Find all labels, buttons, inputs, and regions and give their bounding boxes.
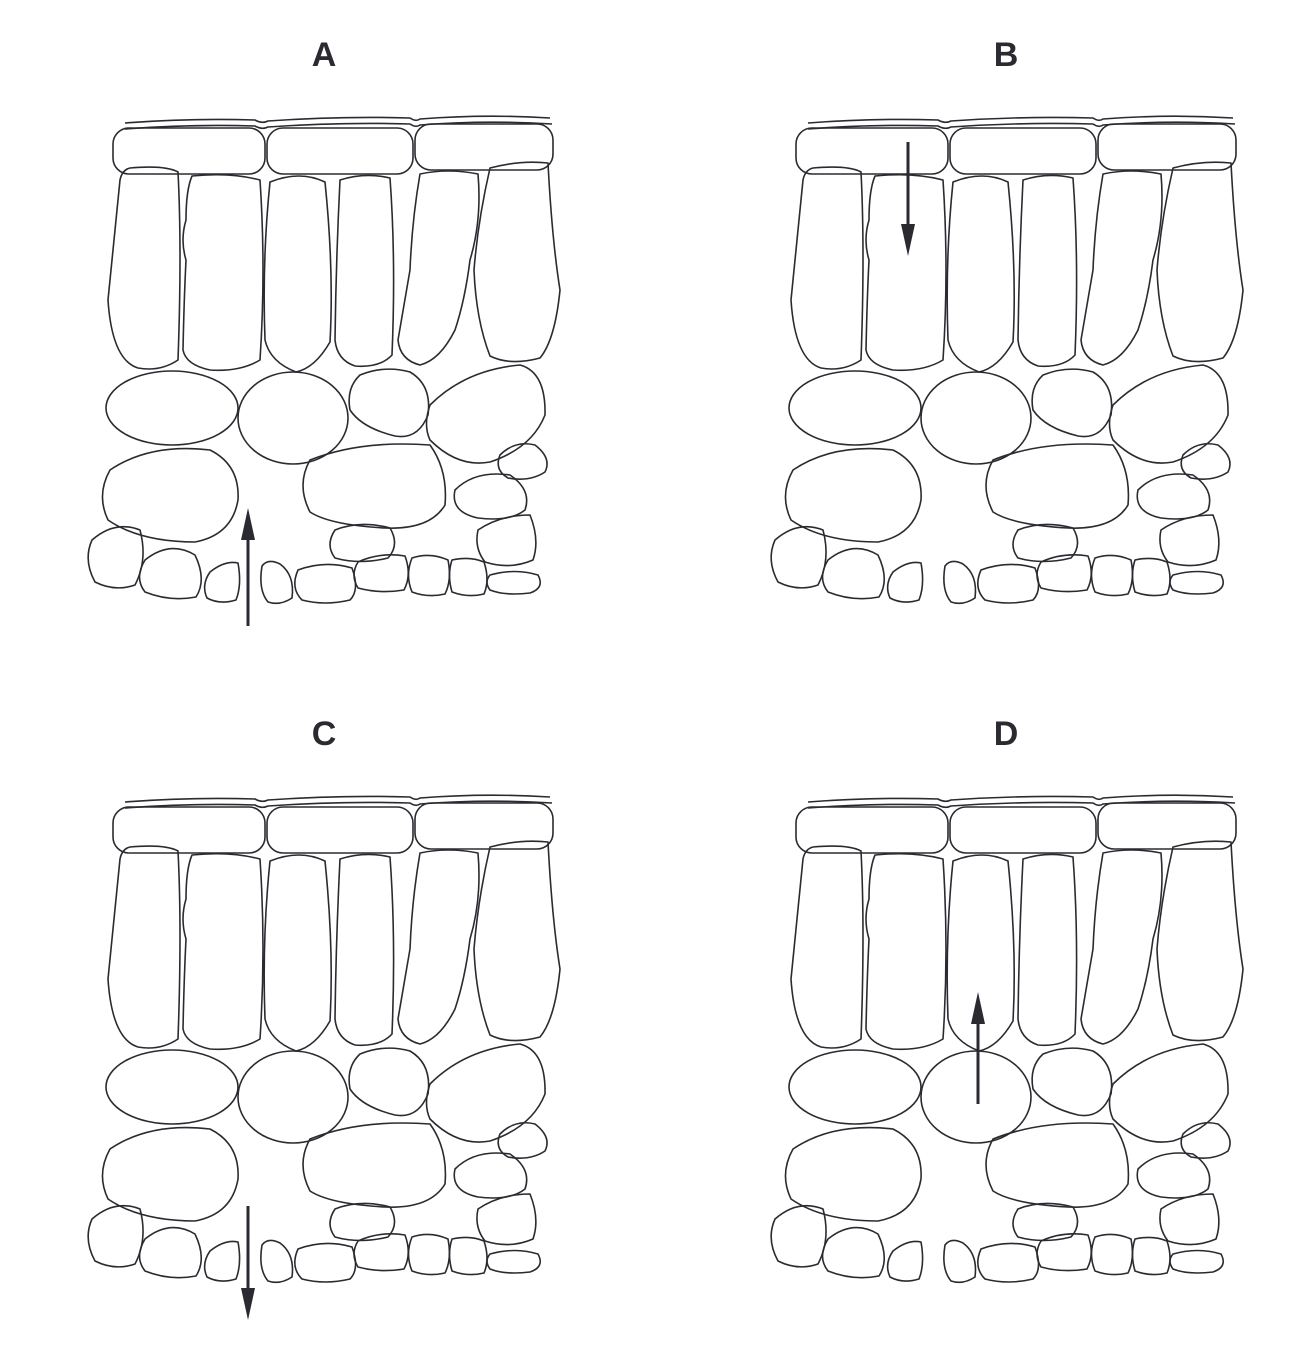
panel-b: B <box>770 36 1244 605</box>
leaf-cross-section-a <box>87 115 561 605</box>
arrow-down-c <box>241 1206 255 1320</box>
leaf-cross-section-c <box>87 794 561 1284</box>
panel-c: C <box>87 715 561 1320</box>
panel-label-b: B <box>994 36 1019 74</box>
panel-d: D <box>770 715 1244 1284</box>
panel-label-c: C <box>312 715 337 753</box>
panel-label-d: D <box>994 715 1019 753</box>
leaf-cross-section-b <box>770 115 1244 605</box>
arrow-down-b <box>901 142 915 256</box>
arrow-up-d <box>971 992 985 1104</box>
arrow-up-a <box>241 508 255 626</box>
panel-a: A <box>87 36 561 626</box>
leaf-cross-section-d <box>770 794 1244 1284</box>
panel-label-a: A <box>312 36 337 74</box>
